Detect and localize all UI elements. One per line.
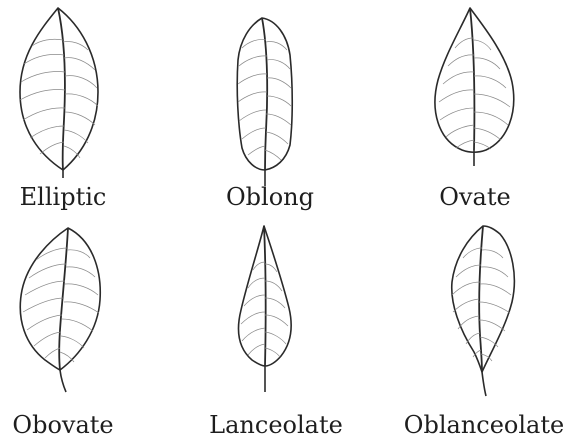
leaf-obovate-outline	[20, 228, 100, 370]
leaf-elliptic-outline	[20, 8, 98, 170]
label-elliptic: Elliptic	[20, 185, 107, 209]
leaf-lanceolate-veins	[241, 262, 288, 357]
label-oblanceolate: Oblanceolate	[404, 413, 564, 437]
leaf-obovate	[20, 228, 100, 392]
leaf-ovate-midrib	[470, 8, 474, 150]
leaf-obovate-petiole	[60, 370, 66, 392]
leaf-obovate-veins	[23, 248, 99, 362]
leaf-ovate	[435, 8, 514, 166]
label-lanceolate: Lanceolate	[209, 413, 343, 437]
leaf-lanceolate-midrib	[264, 226, 266, 366]
leaf-elliptic-midrib	[58, 8, 65, 170]
label-oblong: Oblong	[226, 185, 314, 209]
label-obovate: Obovate	[12, 413, 113, 437]
leaf-lanceolate	[239, 226, 292, 392]
label-ovate: Ovate	[439, 185, 510, 209]
leaf-oblanceolate-petiole	[482, 372, 486, 396]
leaf-oblong	[237, 18, 292, 186]
leaf-oblong-midrib	[262, 18, 267, 170]
leaf-obovate-midrib	[59, 228, 68, 370]
leaf-oblanceolate-outline	[452, 226, 515, 372]
leaf-oblong-veins	[238, 39, 291, 160]
leaf-elliptic	[20, 8, 98, 178]
leaf-oblanceolate	[452, 226, 515, 396]
